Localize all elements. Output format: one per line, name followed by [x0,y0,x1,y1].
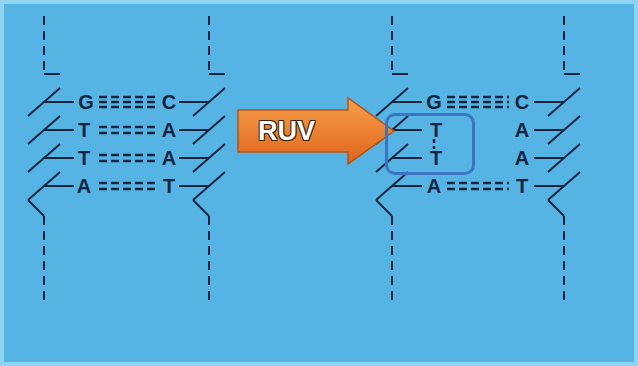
backbone-segment [564,73,580,75]
strand-end [391,216,393,304]
base-stub [44,129,74,131]
hydrogen-bond [447,101,509,104]
base-letter: T [516,176,528,196]
dna-illustration [4,4,634,362]
hydrogen-bond [99,188,156,191]
base-stub [44,101,74,103]
arrow-label: RUV [258,118,315,145]
arrow-shape [238,98,394,164]
background-panel: GCTATAATGCAAATRUVTT [4,4,634,362]
strand-end [43,16,45,74]
backbone-segment [44,73,60,75]
backbone-segment [209,73,225,75]
base-stub [392,185,422,187]
base-letter: A [77,176,91,196]
strand-end [208,216,210,304]
base-stub [534,185,564,187]
backbone-segment [376,200,392,216]
strand-end [391,16,393,74]
base-letter: G [426,92,442,112]
uv-arrow: RUV [236,96,396,166]
hydrogen-bond [99,154,156,157]
hydrogen-bond [447,188,509,191]
hydrogen-bond [99,160,156,163]
base-letter: T [78,148,90,168]
base-letter: G [78,92,94,112]
base-stub [392,157,422,159]
base-letter: A [162,120,176,140]
base-stub [534,129,564,131]
base-stub [392,129,422,131]
hydrogen-bond [99,96,156,99]
base-stub [44,157,74,159]
base-stub [179,185,209,187]
hydrogen-bond [447,106,509,109]
hydrogen-bond [447,96,509,99]
dimer-box: TT [385,113,475,175]
base-stub [179,101,209,103]
backbone-segment [392,73,408,75]
base-stub [179,157,209,159]
strand-end [563,216,565,304]
hydrogen-bond [99,126,156,129]
strand-end [563,16,565,74]
base-letter: C [162,92,176,112]
base-letter: A [427,176,441,196]
base-letter: T [78,120,90,140]
base-stub [392,101,422,103]
base-stub [534,101,564,103]
backbone-segment [28,200,44,216]
backbone-segment [548,200,564,216]
hydrogen-bond [99,106,156,109]
hydrogen-bond [99,101,156,104]
strand-end [208,16,210,74]
thymine-letter: T [430,148,442,168]
backbone-segment [193,200,209,216]
hydrogen-bond [99,182,156,185]
base-stub [44,185,74,187]
thymine-letter: T [430,120,442,140]
base-letter: A [515,148,529,168]
base-stub [534,157,564,159]
base-letter: T [163,176,175,196]
base-letter: A [515,120,529,140]
hydrogen-bond [99,132,156,135]
strand-end [43,216,45,304]
hydrogen-bond [447,182,509,185]
base-letter: C [515,92,529,112]
base-letter: A [162,148,176,168]
base-stub [179,129,209,131]
